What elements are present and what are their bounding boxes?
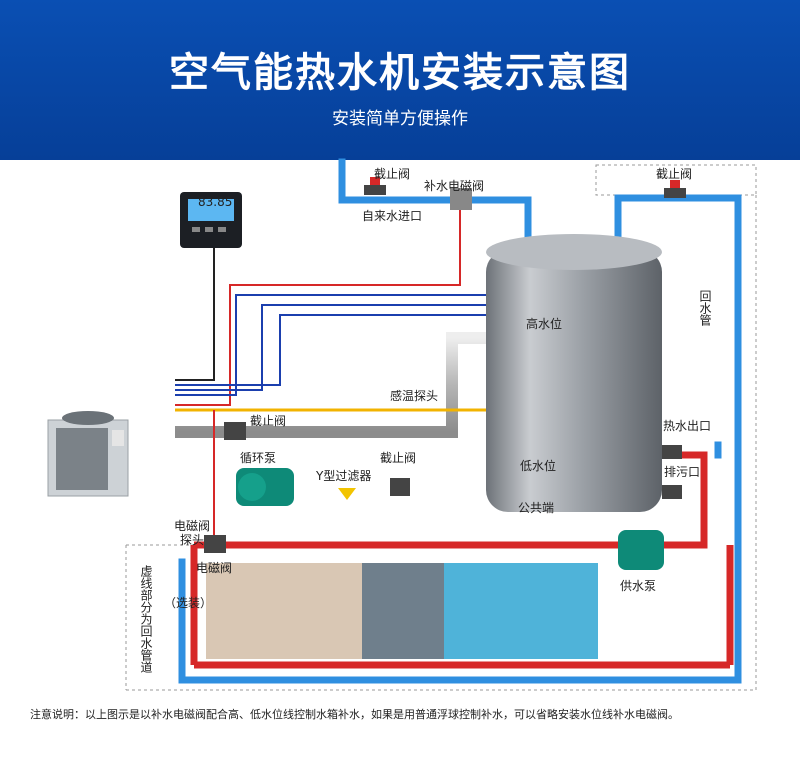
label-stop-valve-low: 截止阀 [380,451,416,465]
label-stop-valve-mid: 截止阀 [250,414,286,428]
label-supply-pump: 供水泵 [620,579,656,593]
controller-display: 83.85 [198,195,232,209]
label-drain: 排污口 [664,465,700,479]
label-solenoid-top: 电磁阀 [174,518,210,533]
page-title: 空气能热水机安装示意图 [169,50,631,96]
footer-note: 注意说明：以上图示是以补水电磁阀配合高、低水位线控制水箱补水，如果是用普通浮球控… [30,708,679,721]
label-stop-valve-right: 截止阀 [656,167,692,181]
valves [204,177,686,553]
diagram-labels: 截止阀 补水电磁阀 自来水进口 截止阀 高水位 感温探头 截止阀 热水出口 循环… [139,167,712,673]
cold-water-pipes [178,158,742,684]
heat-pump-unit [47,411,129,497]
header-banner [0,0,800,160]
label-y-filter: Y型过滤器 [315,469,371,483]
label-return-pipe: 回水管 [698,290,712,327]
page-subtitle: 安装简单方便操作 [332,109,468,129]
label-circ-pump: 循环泵 [240,451,276,465]
water-tank [486,234,662,512]
supply-pump [618,530,664,570]
label-low-level: 低水位 [520,458,556,473]
label-high-level: 高水位 [526,316,562,331]
y-filter [338,488,356,500]
label-probe: 探头 [180,533,204,547]
usage-photos [206,563,598,659]
heat-pump-pipes [175,332,488,494]
circulation-pump [236,468,294,506]
label-tap-inlet: 自来水进口 [362,209,422,223]
label-dashed-note: 虚线部分为回水管道 [139,565,153,673]
label-hot-outlet: 热水出口 [663,419,711,433]
label-stop-valve-top: 截止阀 [374,167,410,181]
controller-panel [180,192,242,248]
label-solenoid: 电磁阀 [196,560,232,575]
label-temp-probe: 感温探头 [390,388,438,403]
label-common-end: 公共端 [518,501,554,515]
label-optional: （选装） [164,596,212,610]
label-refill-solenoid: 补水电磁阀 [424,178,484,193]
